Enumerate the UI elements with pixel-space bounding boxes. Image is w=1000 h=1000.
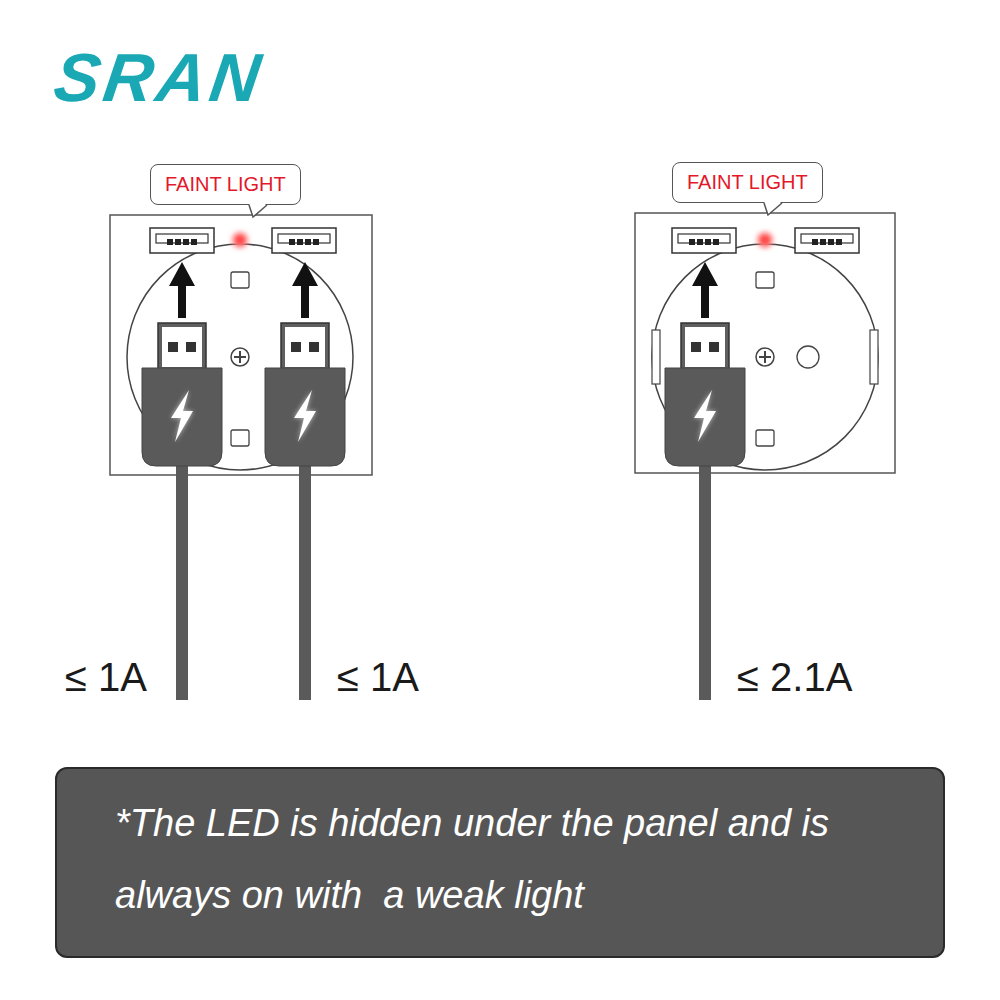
plug-metal-face	[162, 327, 202, 367]
led-glow	[757, 232, 773, 248]
port-contact	[820, 239, 826, 245]
port-contact	[812, 239, 818, 245]
port-contact	[289, 239, 295, 245]
bolt-glow	[694, 390, 716, 442]
plug-body	[142, 368, 222, 466]
callout-bubble: FAINT LIGHT	[150, 164, 301, 205]
callout-tail	[762, 201, 792, 221]
plug-body	[265, 368, 345, 466]
plug-window	[709, 342, 719, 352]
led-glow	[232, 232, 248, 248]
usb-port	[150, 228, 214, 253]
earth-clip	[231, 272, 249, 288]
port-contact	[183, 239, 189, 245]
lightning-bolt	[171, 390, 193, 442]
port-contact	[689, 239, 695, 245]
earth-clip	[756, 430, 774, 446]
socket-panel	[110, 215, 372, 700]
port-frame	[795, 228, 859, 253]
callout-text: FAINT LIGHT	[687, 171, 808, 194]
insert-arrow	[292, 262, 318, 318]
bolt-glow	[294, 390, 316, 442]
port-contact	[713, 239, 719, 245]
callout-bubble: FAINT LIGHT	[672, 162, 823, 203]
earth-clip	[756, 272, 774, 288]
socket-recess	[127, 244, 353, 470]
plug-metal	[281, 323, 329, 373]
usb-cable	[176, 455, 188, 700]
plug-body	[665, 368, 745, 466]
usb-cable	[699, 455, 711, 700]
led-core	[236, 236, 244, 244]
port-tongue	[278, 234, 330, 243]
plug-window	[691, 342, 701, 352]
usb-plug	[142, 323, 222, 700]
brand-logo: SRAN	[50, 38, 270, 116]
callout-tail-fill	[764, 201, 782, 215]
earth-clip	[231, 430, 249, 446]
current-rating: ≤ 1A	[337, 655, 419, 700]
bolt-glow	[171, 390, 193, 442]
port-contact	[167, 239, 173, 245]
plug-metal	[158, 323, 206, 373]
port-tongue	[801, 234, 853, 243]
port-contact	[705, 239, 711, 245]
callout-tail-edge	[764, 203, 782, 215]
usb-plug	[665, 323, 745, 700]
usb-port	[672, 228, 736, 253]
note-box: *The LED is hidden under the panel and i…	[55, 767, 945, 958]
plug-metal-face	[685, 327, 725, 367]
screw-cross	[234, 351, 246, 363]
plug-window	[168, 342, 178, 352]
port-tongue	[678, 234, 730, 243]
port-contact	[175, 239, 181, 245]
screw-cross	[759, 351, 771, 363]
callout-tail-fill	[249, 203, 267, 217]
panel-plate	[635, 213, 895, 473]
port-contact	[828, 239, 834, 245]
socket-panel	[635, 213, 895, 700]
plug-metal-face	[285, 327, 325, 367]
pin-hole	[797, 346, 819, 368]
side-notch	[652, 330, 660, 384]
side-notch	[870, 330, 878, 384]
plug-window	[309, 342, 319, 352]
port-frame	[150, 228, 214, 253]
screw	[231, 348, 249, 366]
port-frame	[672, 228, 736, 253]
lightning-bolt	[694, 390, 716, 442]
callout-tail-edge	[249, 205, 267, 217]
port-contact	[191, 239, 197, 245]
port-tongue	[156, 234, 208, 243]
usb-cable	[299, 455, 311, 700]
insert-arrow	[692, 262, 718, 318]
socket-recess	[652, 244, 878, 470]
port-contact	[313, 239, 319, 245]
plug-window	[291, 342, 301, 352]
led-core	[761, 236, 769, 244]
current-rating: ≤ 1A	[65, 655, 147, 700]
usb-port	[272, 228, 336, 253]
usb-port	[795, 228, 859, 253]
port-contact	[836, 239, 842, 245]
port-contact	[305, 239, 311, 245]
callout-tail	[247, 203, 277, 223]
current-rating: ≤ 2.1A	[737, 655, 852, 700]
insert-arrow	[169, 262, 195, 318]
plug-metal	[681, 323, 729, 373]
note-text: *The LED is hidden under the panel and i…	[115, 787, 903, 931]
panel-plate	[110, 215, 372, 475]
port-contact	[297, 239, 303, 245]
usb-plug	[265, 323, 345, 700]
plug-window	[186, 342, 196, 352]
port-frame	[272, 228, 336, 253]
lightning-bolt	[294, 390, 316, 442]
callout-text: FAINT LIGHT	[165, 173, 286, 196]
screw	[756, 348, 774, 366]
port-contact	[697, 239, 703, 245]
